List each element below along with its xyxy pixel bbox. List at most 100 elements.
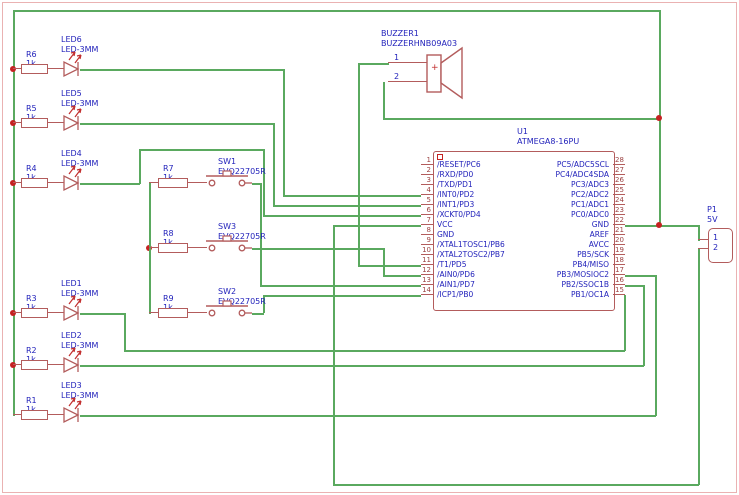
resistor-ref[interactable]: R7 — [163, 164, 174, 173]
resistor-body[interactable] — [158, 308, 188, 318]
ic-pin-stub[interactable] — [613, 244, 625, 246]
resistor-lead[interactable] — [47, 182, 66, 184]
wire-buzzer2-run[interactable] — [383, 118, 659, 120]
ic-pin-stub[interactable] — [613, 174, 625, 176]
wire-buzzer1[interactable] — [358, 63, 389, 65]
wire-top-rail[interactable] — [13, 10, 660, 12]
wire-pin13-in[interactable] — [260, 285, 421, 287]
wire-pin17-out[interactable] — [625, 275, 656, 277]
resistor-lead[interactable] — [47, 364, 66, 366]
ic-pin-stub[interactable] — [613, 234, 625, 236]
resistor-body[interactable] — [21, 410, 48, 420]
switch-model[interactable]: EVQ22705R — [218, 232, 266, 241]
resistor-lead[interactable] — [47, 68, 66, 70]
resistor-lead[interactable] — [13, 182, 21, 184]
ic-pin-stub[interactable] — [421, 194, 433, 196]
resistor-body[interactable] — [21, 360, 48, 370]
ic-ref[interactable]: U1 — [517, 127, 528, 136]
wire-vcc-drop[interactable] — [333, 225, 335, 485]
wire-vcc-in[interactable] — [333, 225, 421, 227]
wire-led5-drop[interactable] — [273, 123, 275, 206]
wire-pin6-in[interactable] — [263, 215, 421, 217]
resistor-value[interactable]: 1k — [163, 173, 173, 182]
wire-led2-out[interactable] — [80, 365, 644, 367]
wire-led4-drop[interactable] — [263, 149, 265, 216]
ic-pin-stub[interactable] — [613, 284, 625, 286]
led-ref[interactable]: LED6 — [61, 35, 82, 44]
ic-pin-stub[interactable] — [421, 284, 433, 286]
switch-symbol[interactable] — [204, 170, 252, 187]
wire-sw1-out[interactable] — [252, 183, 261, 185]
led-model[interactable]: LED-3MM — [61, 45, 99, 54]
buzzer-pin-stub[interactable] — [388, 62, 427, 64]
resistor-ref[interactable]: R8 — [163, 229, 174, 238]
led-symbol[interactable] — [60, 343, 90, 374]
led-ref[interactable]: LED5 — [61, 89, 82, 98]
led-model[interactable]: LED-3MM — [61, 159, 99, 168]
resistor-lead[interactable] — [188, 312, 207, 314]
led-ref[interactable]: LED2 — [61, 331, 82, 340]
wire-pin5-in[interactable] — [273, 205, 421, 207]
resistor-ref[interactable]: R4 — [26, 164, 37, 173]
resistor-lead[interactable] — [47, 312, 66, 314]
resistor-value[interactable]: 1k — [26, 59, 36, 68]
ic-pin-stub[interactable] — [421, 214, 433, 216]
led-symbol[interactable] — [60, 161, 90, 192]
wire-sw2-out[interactable] — [252, 313, 264, 315]
ic-pin-stub[interactable] — [421, 224, 433, 226]
ic-pin-stub[interactable] — [421, 184, 433, 186]
ic-pin-stub[interactable] — [421, 174, 433, 176]
resistor-ref[interactable]: R1 — [26, 396, 37, 405]
switch-ref[interactable]: SW2 — [218, 287, 237, 296]
wire-led1-drop[interactable] — [124, 313, 126, 350]
resistor-value[interactable]: 1k — [26, 355, 36, 364]
wire-led6-out[interactable] — [80, 69, 284, 71]
resistor-body[interactable] — [158, 178, 188, 188]
switch-symbol[interactable] — [204, 235, 252, 252]
wire-led4-jog[interactable] — [139, 149, 264, 151]
wire-pin16-out[interactable] — [625, 285, 644, 287]
ic-pin-stub[interactable] — [421, 244, 433, 246]
wire-pin17-drop[interactable] — [655, 275, 657, 416]
wire-pin11-in[interactable] — [358, 265, 421, 267]
wire-bottom[interactable] — [333, 484, 699, 486]
buzzer-pin-stub[interactable] — [388, 81, 427, 83]
switch-ref[interactable]: SW1 — [218, 157, 237, 166]
resistor-lead[interactable] — [13, 68, 21, 70]
ic-pin-stub[interactable] — [613, 264, 625, 266]
connector-body[interactable] — [708, 228, 733, 263]
resistor-value[interactable]: 1k — [163, 303, 173, 312]
resistor-ref[interactable]: R3 — [26, 294, 37, 303]
resistor-lead[interactable] — [188, 182, 207, 184]
resistor-lead[interactable] — [188, 247, 207, 249]
resistor-lead[interactable] — [47, 414, 66, 416]
resistor-body[interactable] — [21, 308, 48, 318]
led-model[interactable]: LED-3MM — [61, 341, 99, 350]
ic-part[interactable]: ATMEGA8-16PU — [517, 137, 580, 146]
switch-ref[interactable]: SW3 — [218, 222, 237, 231]
connector-pin-stub[interactable] — [698, 248, 708, 250]
ic-pin-stub[interactable] — [421, 274, 433, 276]
resistor-ref[interactable]: R5 — [26, 104, 37, 113]
resistor-ref[interactable]: R2 — [26, 346, 37, 355]
ic-pin-stub[interactable] — [613, 184, 625, 186]
resistor-body[interactable] — [21, 118, 48, 128]
wire-p1pin1[interactable] — [698, 225, 700, 241]
wire-led4-up[interactable] — [139, 149, 141, 184]
resistor-ref[interactable]: R6 — [26, 50, 37, 59]
buzzer-symbol[interactable]: + — [425, 44, 467, 102]
ic-pin-stub[interactable] — [613, 204, 625, 206]
resistor-ref[interactable]: R9 — [163, 294, 174, 303]
wire-sw3-out[interactable] — [252, 248, 383, 250]
switch-symbol[interactable] — [204, 300, 252, 317]
ic-pin-stub[interactable] — [613, 194, 625, 196]
ic-pin-stub[interactable] — [421, 204, 433, 206]
ic-pin-stub[interactable] — [421, 254, 433, 256]
ic-pin-stub[interactable] — [613, 164, 625, 166]
wire-led4-out[interactable] — [80, 183, 140, 185]
wire-pin4-in[interactable] — [283, 195, 421, 197]
resistor-lead[interactable] — [149, 312, 158, 314]
resistor-lead[interactable] — [13, 364, 21, 366]
resistor-value[interactable]: 1k — [26, 405, 36, 414]
